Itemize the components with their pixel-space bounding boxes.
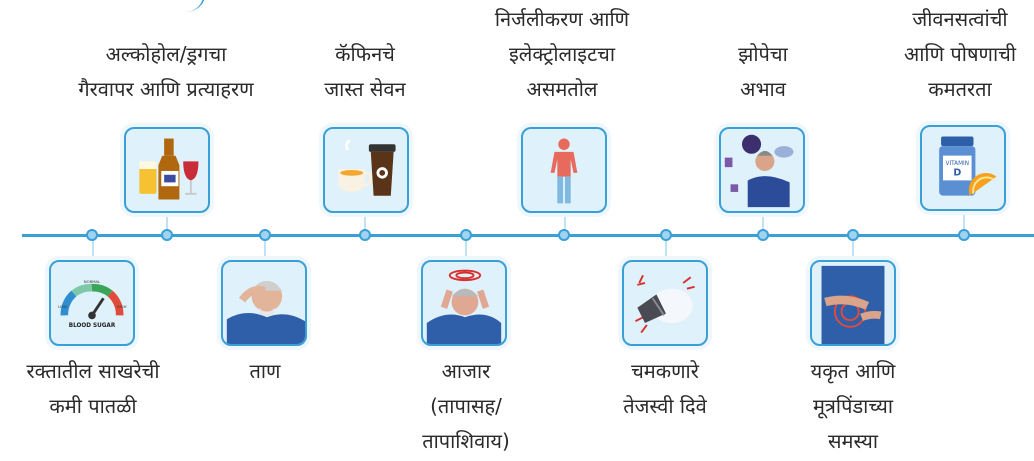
human-body-icon <box>521 127 607 213</box>
abdominal-pain-icon <box>810 260 896 346</box>
svg-text:D: D <box>953 168 961 179</box>
timeline-dot <box>757 229 769 241</box>
timeline-dot <box>558 229 570 241</box>
timeline-dot <box>460 229 472 241</box>
label-caffeine: कॅफिनचेजास्त सेवन <box>324 42 406 101</box>
svg-text:HIGH: HIGH <box>117 304 127 309</box>
label-low-blood-sugar: रक्तातील साखरेचीकमी पातळी <box>26 359 160 418</box>
label-alcohol: अल्कोहोल/ड्रगचागैरवापर आणि प्रत्याहरण <box>78 42 254 101</box>
label-stress: ताण <box>249 359 281 383</box>
label-vitamin: जीवनसत्वांचीआणि पोषणाचीकमतरता <box>903 7 1017 101</box>
sleepless-man-icon <box>719 127 805 213</box>
label-dehydration: निर्जलीकरण आणिइलेक्ट्रोलाइटचाअसमतोल <box>494 7 630 101</box>
stem <box>264 238 266 260</box>
stem <box>92 238 94 260</box>
label-sleep: झोपेचाअभाव <box>738 42 788 101</box>
timeline-dot <box>660 229 672 241</box>
stem <box>963 211 965 233</box>
flashing-light-icon <box>622 260 708 346</box>
stem <box>364 213 366 233</box>
stem <box>166 213 168 233</box>
vitamin-d-icon: VITAMIN D <box>920 125 1006 211</box>
corner-arc <box>178 0 206 12</box>
label-illness: आजार(तापासह/तापाशिवाय) <box>422 359 510 453</box>
timeline-dot <box>847 229 859 241</box>
alcohol-bottle-icon <box>124 127 210 213</box>
headache-man-icon <box>421 260 507 346</box>
timeline-dot <box>259 229 271 241</box>
stem <box>465 238 467 260</box>
label-liver-kidney: यकृत आणिमूत्रपिंडाच्यासमस्या <box>810 359 896 453</box>
timeline-dot <box>359 229 371 241</box>
stem <box>665 238 667 260</box>
stem <box>852 238 854 260</box>
stem <box>564 213 566 233</box>
timeline-dot <box>86 229 98 241</box>
stem <box>762 213 764 233</box>
label-flashing-lights: चमकणारेतेजस्वी दिवे <box>623 359 707 418</box>
svg-text:BLOOD SUGAR: BLOOD SUGAR <box>69 323 116 329</box>
coffee-cup-icon <box>323 127 409 213</box>
timeline-dot <box>958 229 970 241</box>
svg-text:LOW: LOW <box>58 304 67 309</box>
timeline-dot <box>161 229 173 241</box>
svg-text:VITAMIN: VITAMIN <box>946 161 969 167</box>
timeline-line <box>22 234 1034 237</box>
blood-sugar-gauge-icon: NORMAL LOW HIGH BLOOD SUGAR <box>49 260 135 346</box>
svg-text:NORMAL: NORMAL <box>84 279 101 284</box>
stressed-man-icon <box>221 260 307 346</box>
